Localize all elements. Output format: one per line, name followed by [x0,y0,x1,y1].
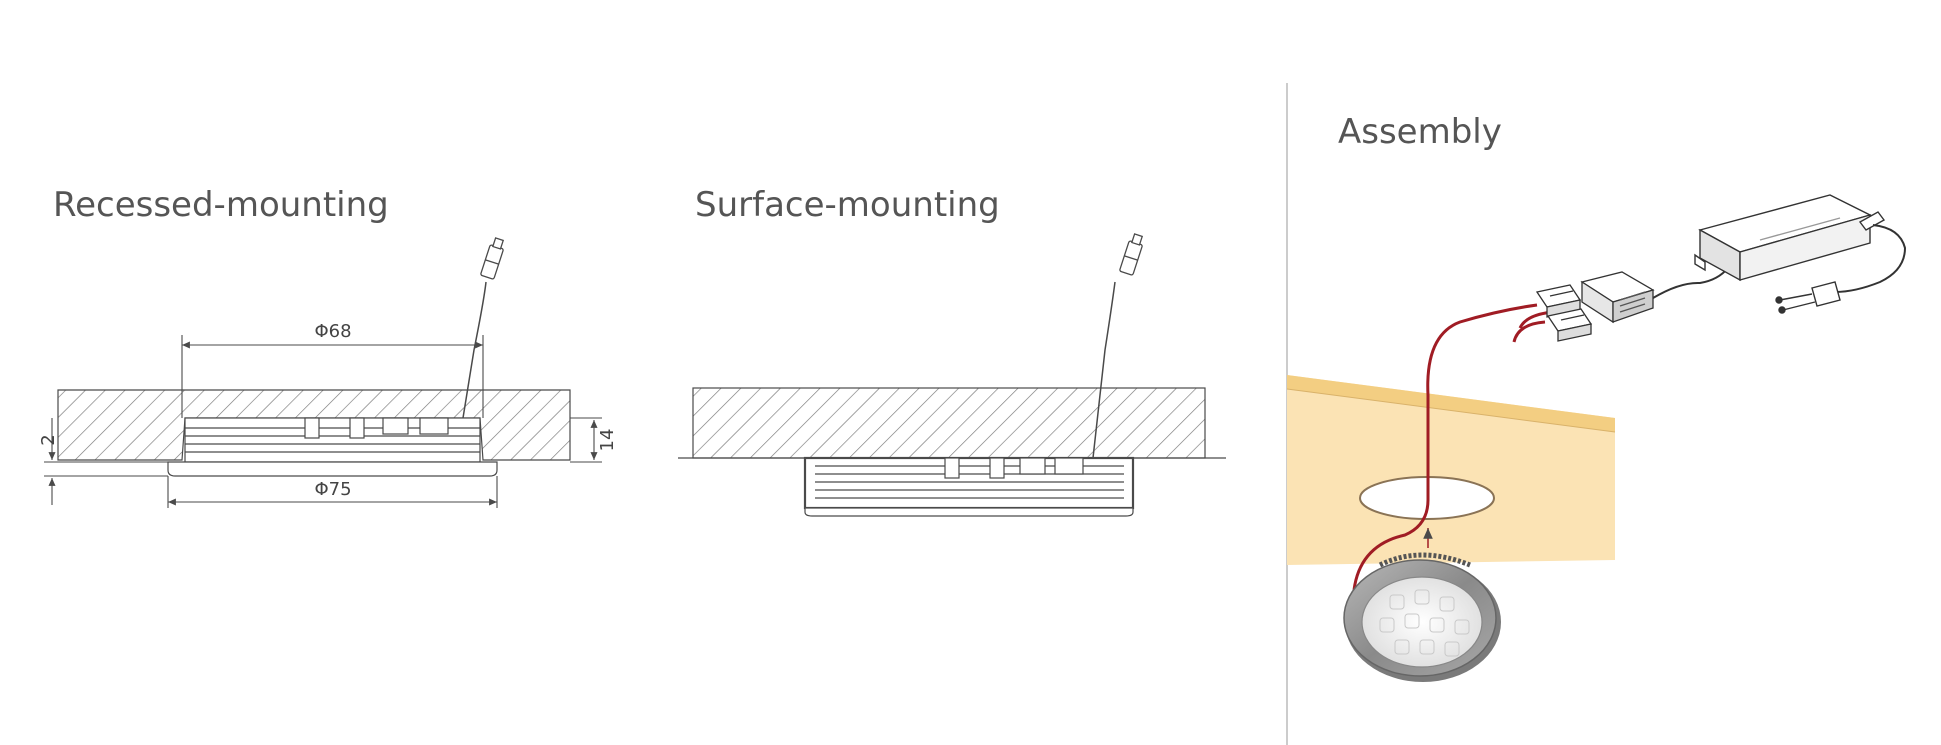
power-cord [1834,224,1907,293]
connector-plug-icon [480,237,505,280]
dim-inner-diameter: Φ68 [314,321,351,342]
power-plug-icon [1775,281,1841,314]
power-cable [1352,303,1538,591]
surface-ceiling-slab [692,387,1206,459]
recessed-drawing: Φ68 Φ75 2 14 [38,237,618,508]
surface-cable [1092,281,1116,459]
recessed-light-body [167,417,498,477]
dim-flange: 2 [38,434,59,445]
junction-box [1580,271,1655,324]
surface-light-body [803,456,1135,517]
cabinet-panel [1287,375,1615,565]
spare-cable-1 [1512,320,1546,343]
wire-connectors [1535,284,1593,342]
led-puck-icon [1343,552,1501,682]
surface-title: Surface-mounting [695,185,1000,225]
driver-cable [1652,267,1729,299]
assembly-title: Assembly [1338,112,1502,152]
driver-box-icon [1694,194,1886,282]
cabinet-panel-edge [1287,375,1615,432]
assembly-drawing [1286,194,1907,682]
recessed-title: Recessed-mounting [53,185,389,225]
dim-depth: 14 [597,429,618,452]
surface-drawing [678,233,1226,517]
recessed-cable [462,281,487,419]
connector-plug-icon [1119,233,1144,276]
dim-outer-diameter: Φ75 [314,479,351,500]
